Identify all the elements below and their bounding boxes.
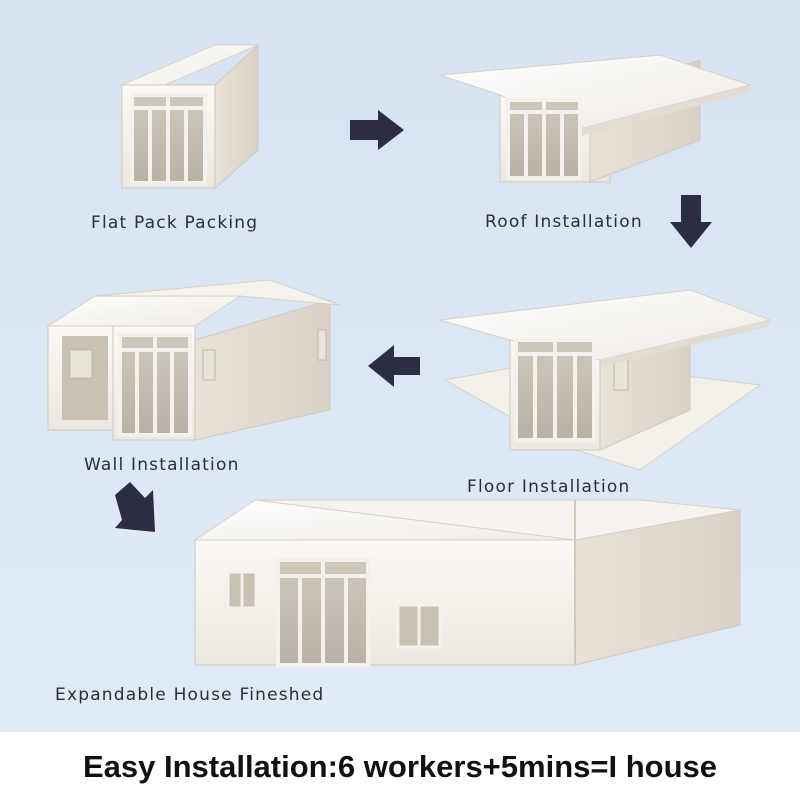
step-label-floor: Floor Installation: [467, 477, 631, 497]
flat-pack-container-illustration: [121, 43, 259, 190]
caption-bar: [0, 732, 800, 800]
arrow-right-icon: [350, 110, 404, 150]
wall-installation-illustration: [46, 279, 341, 441]
roof-installation-illustration: [439, 54, 752, 183]
step-label-wall: Wall Installation: [84, 455, 240, 475]
arrow-diagonal-icon: [115, 482, 155, 532]
floor-installation-illustration: [439, 289, 772, 471]
step-label-flat-pack: Flat Pack Packing: [91, 213, 259, 233]
arrow-down-icon: [670, 195, 712, 248]
step-label-roof: Roof Installation: [485, 212, 643, 232]
step-label-finished: Expandable House Fineshed: [55, 685, 325, 705]
finished-house-illustration: [193, 499, 741, 667]
arrow-left-icon: [368, 345, 420, 387]
diagram-graphics: [46, 43, 772, 667]
installation-caption: Easy Installation:6 workers+5mins=I hous…: [82, 749, 718, 784]
